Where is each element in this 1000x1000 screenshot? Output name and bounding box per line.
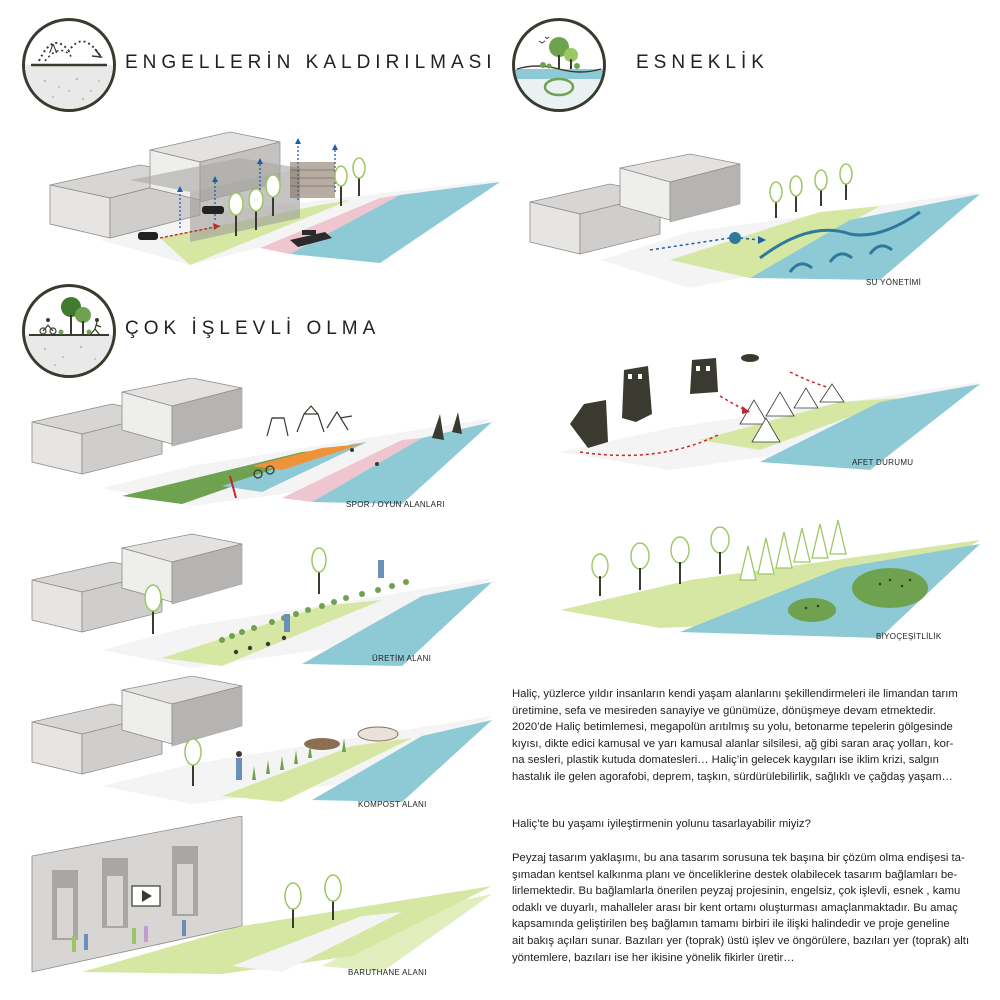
intro-line: kıyısı, dikte edici kamusal ve yarı kamu… [512,737,954,750]
biodiversity-diagram [540,510,980,640]
caption-water: SU YÖNETİMİ [866,278,922,287]
caption-disaster: AFET DURUMU [852,458,914,467]
intro-line: na sesleri, plastik kutuda domatesleri… … [512,754,939,767]
approach-line: odaklı ve duyarlı, mahalleler arası bir … [512,901,958,914]
barrier-removal-icon: Ʌ [22,18,116,112]
sport-area-diagram [22,378,492,508]
question-line: Haliç’te bu yaşamı iyileştirmenin yolunu… [512,818,811,830]
caption-compost: KOMPOST ALANI [358,800,427,809]
approach-line: Peyzaj tasarım yaklaşımı, bu ana tasarım… [512,852,965,864]
intro-line: hastalık ile gelen agorafobi, deprem, ta… [512,770,953,783]
section-title-barriers: ENGELLERİN KALDIRILMASI [125,52,497,73]
approach-line: şımadan kentsel kalkınma planı ve önceli… [512,868,958,881]
flexibility-icon [512,18,606,112]
compost-diagram [22,676,492,806]
approach-paragraph: Peyzaj tasarım yaklaşımı, bu ana tasarım… [512,850,992,966]
disaster-diagram [540,352,980,472]
intro-paragraph: Haliç, yüzlerce yıldır insanların kendi … [512,686,992,786]
barrier-removal-diagram [40,120,500,280]
approach-line: ait bakış açıları sunar. Bazıları yer (t… [512,934,970,947]
caption-baruthane: BARUTHANE ALANI [348,968,427,977]
intro-line: Haliç, yüzlerce yıldır insanların kendi … [512,688,958,700]
caption-sport: SPOR / OYUN ALANLARI [346,500,445,509]
caption-biodiversity: BİYOÇEŞİTLİLİK [876,632,942,641]
section-title-multifunction: ÇOK İŞLEVLİ OLMA [125,318,381,339]
approach-line: yöntemlere, bazıları ise her ikisine yön… [512,951,795,964]
section-title-flexibility: ESNEKLİK [636,52,769,73]
baruthane-diagram [22,816,492,976]
approach-line: lirlemektedir. Bu bağlamlarla önerilen p… [512,885,961,898]
production-diagram [22,530,492,670]
multifunction-icon [22,284,116,378]
intro-line: üretimine, sefa ve mesireden sanayiye ve… [512,704,936,717]
svg-text:Ʌ: Ʌ [49,42,58,56]
approach-line: kapsamında geliştirilen beş bağlamın tam… [512,918,950,931]
water-management-diagram [520,150,980,290]
intro-line: 2020’de Haliç betimlemesi, megapolün arı… [512,721,953,734]
caption-production: ÜRETİM ALANI [372,654,432,663]
